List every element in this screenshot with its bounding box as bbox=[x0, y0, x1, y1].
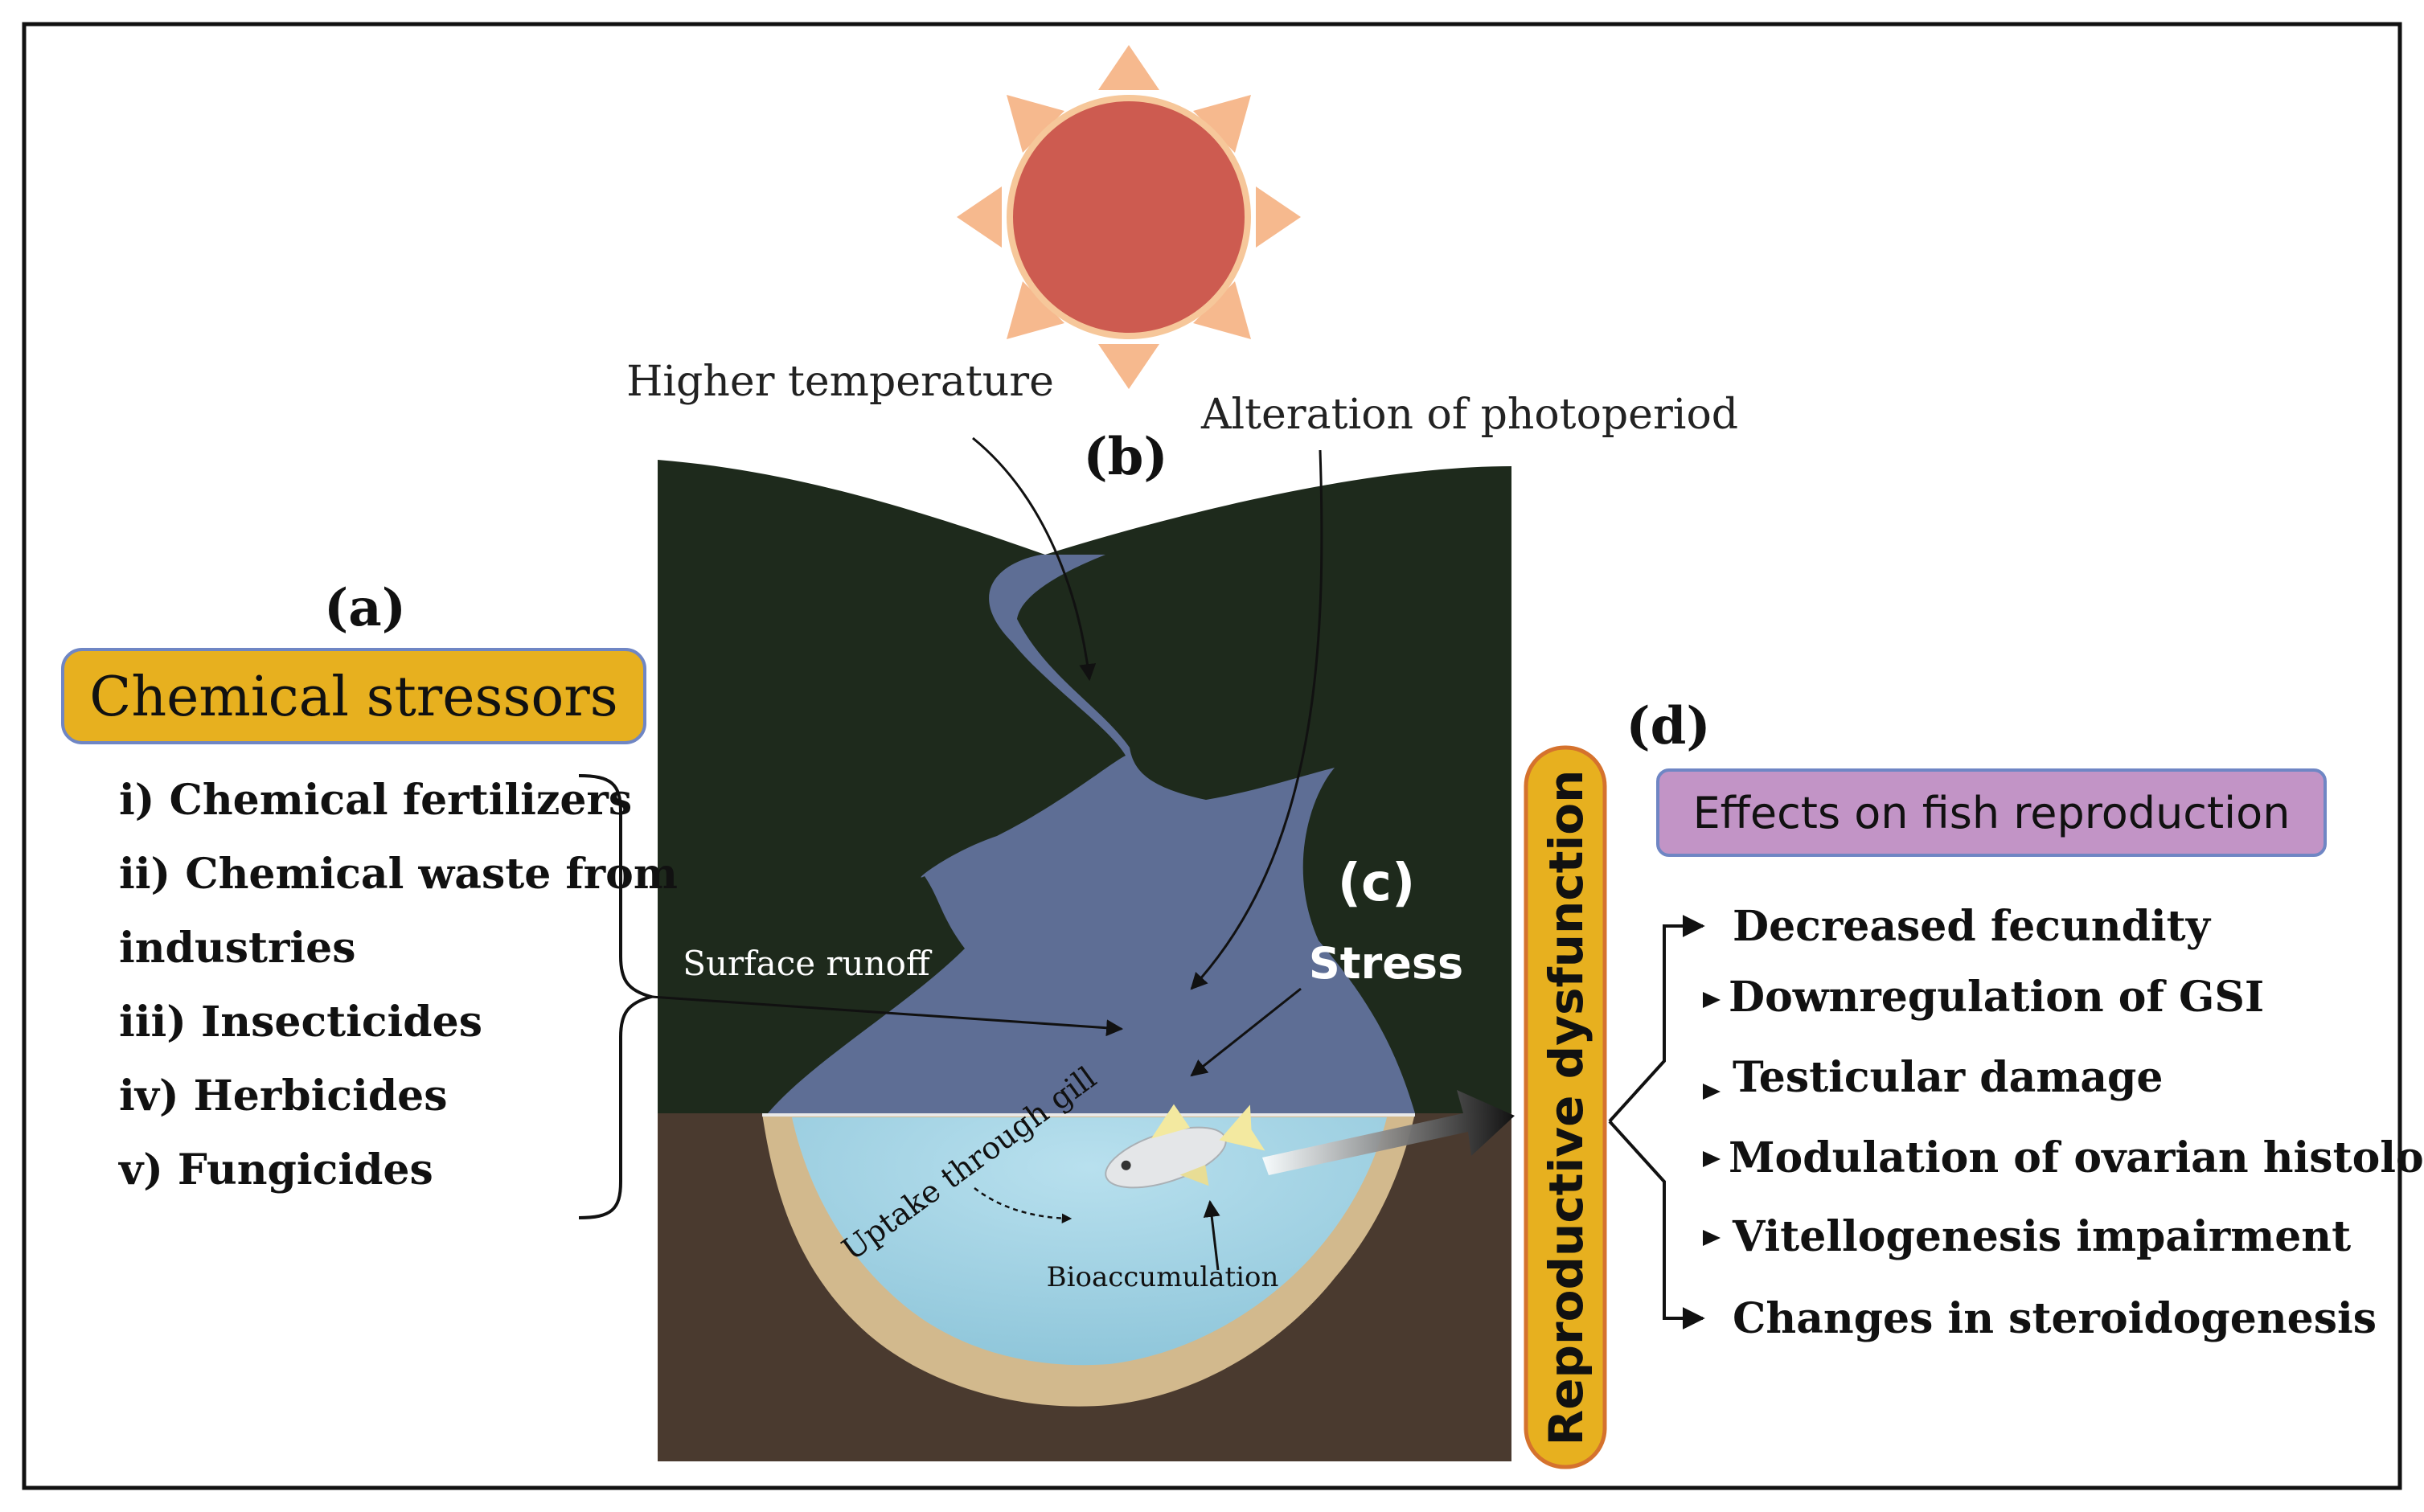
chemical-item: v) Fungicides bbox=[118, 1145, 433, 1194]
effect-item: Decreased fecundity bbox=[1733, 902, 2212, 951]
effect-item: Changes in steroidogenesis bbox=[1733, 1294, 2377, 1343]
landscape bbox=[658, 460, 1511, 1461]
surface-runoff-arrow bbox=[650, 995, 1124, 1037]
effect-item: Vitellogenesis impairment bbox=[1732, 1212, 2351, 1261]
uptake-arrow bbox=[974, 1187, 1073, 1224]
higher-temperature-label: Higher temperature bbox=[626, 358, 1054, 406]
photoperiod-arrow bbox=[1190, 449, 1323, 990]
bioaccumulation-arrow bbox=[1203, 1199, 1220, 1271]
chemical-stressor-list: i) Chemical fertilizers ii) Chemical was… bbox=[118, 776, 678, 1194]
reproductive-dysfunction-bar: Reproductive dysfunction bbox=[1524, 745, 1607, 1469]
photoperiod-label: Alteration of photoperiod bbox=[1200, 391, 1738, 439]
bioaccumulation-label: Bioaccumulation bbox=[1047, 1261, 1279, 1293]
label-c: (c) bbox=[1338, 854, 1415, 913]
effects-bullets bbox=[1703, 992, 1721, 1246]
effect-item: Testicular damage bbox=[1733, 1053, 2164, 1102]
sun-disc bbox=[1007, 95, 1251, 339]
chemical-list-brace bbox=[578, 774, 658, 1219]
surface-runoff-label: Surface runoff bbox=[683, 944, 933, 983]
chemical-stressors-panel: (a) Chemical stressors i) Chemical ferti… bbox=[61, 578, 678, 1219]
temperature-arrow bbox=[972, 436, 1097, 682]
chemical-item: i) Chemical fertilizers bbox=[119, 776, 632, 825]
sun-icon bbox=[957, 45, 1301, 389]
chemical-item: ii) Chemical waste from bbox=[119, 850, 678, 899]
effect-item: Modulation of ovarian histology bbox=[1729, 1133, 2424, 1182]
reproductive-dysfunction-label: Reproductive dysfunction bbox=[1539, 770, 1593, 1446]
sun-rays bbox=[957, 45, 1301, 389]
effect-item: Downregulation of GSI bbox=[1729, 973, 2264, 1022]
chemical-item: industries bbox=[119, 924, 356, 973]
fish-icon bbox=[1105, 1104, 1265, 1189]
chemical-stressors-title: Chemical stressors bbox=[89, 666, 617, 729]
effects-list: Decreased fecundity Downregulation of GS… bbox=[1729, 902, 2424, 1343]
scene-arrows bbox=[650, 436, 1323, 1271]
chemical-item: iv) Herbicides bbox=[119, 1072, 448, 1121]
effects-title-box bbox=[1656, 768, 2327, 857]
stress-arrow bbox=[1190, 987, 1302, 1077]
pond-water bbox=[792, 1117, 1387, 1366]
chemical-item: iii) Insecticides bbox=[119, 998, 482, 1047]
river bbox=[768, 555, 1415, 1113]
label-b: (b) bbox=[1083, 427, 1167, 487]
fish-to-dysfunction-arrow bbox=[1262, 1090, 1515, 1175]
effects-connector bbox=[1608, 915, 1705, 1330]
label-a: (a) bbox=[324, 578, 406, 638]
effects-title: Effects on fish reproduction bbox=[1693, 788, 2291, 838]
chemical-stressors-box bbox=[61, 648, 646, 744]
label-d: (d) bbox=[1626, 696, 1710, 756]
effects-panel: (d) Effects on fish reproduction Decreas… bbox=[1608, 696, 2424, 1343]
stress-label: Stress bbox=[1309, 938, 1463, 989]
